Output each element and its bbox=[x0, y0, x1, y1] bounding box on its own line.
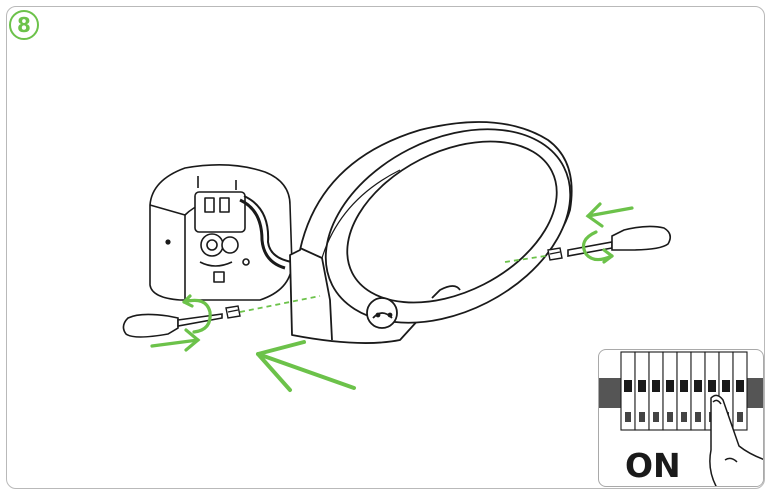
wall-mount-base bbox=[149, 164, 293, 301]
push-arrow-small-right bbox=[585, 202, 634, 228]
switch-on-label: ON bbox=[625, 446, 681, 485]
left-screw bbox=[225, 305, 241, 319]
lamp-body bbox=[289, 121, 573, 344]
breaker-toggles bbox=[624, 380, 744, 392]
circuit-breaker-icon bbox=[599, 351, 763, 486]
step-number-badge: 8 bbox=[9, 10, 39, 40]
rotate-arrow-icon bbox=[182, 294, 212, 334]
right-screwdriver-icon bbox=[567, 225, 672, 257]
finger-icon bbox=[709, 394, 763, 486]
push-arrow-icon bbox=[256, 340, 356, 392]
screw-alignment-lines bbox=[239, 254, 553, 313]
circuit-breaker-inset: ON bbox=[598, 349, 764, 487]
rotate-arrow-icon-right bbox=[582, 230, 614, 264]
right-screw bbox=[547, 247, 563, 261]
push-arrow-small-left bbox=[150, 328, 201, 352]
step-number: 8 bbox=[17, 13, 31, 37]
